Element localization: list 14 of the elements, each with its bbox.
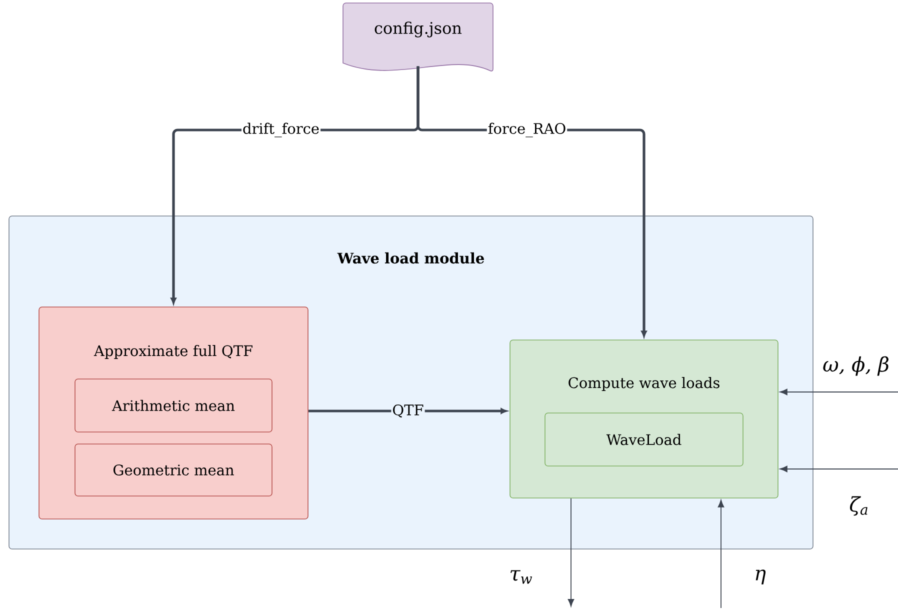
edge-label: ζ$_{a}$ [850, 496, 868, 516]
edge-label: τ$_{w}$ [510, 570, 532, 584]
edge-label: η [756, 570, 766, 584]
process-box: Arithmetic mean [74, 378, 272, 432]
edge-label: drift_force [242, 122, 321, 138]
edge-label: force_RAO [486, 122, 568, 138]
process-box: Geometric mean [74, 444, 272, 496]
edge-label: ω, ϕ, β [823, 356, 888, 376]
arrow [568, 498, 574, 607]
edge-label: QTF [391, 403, 425, 419]
arrow [780, 388, 898, 396]
process-box: WaveLoad [544, 412, 744, 466]
arrow [718, 500, 724, 608]
arrow [780, 466, 898, 472]
